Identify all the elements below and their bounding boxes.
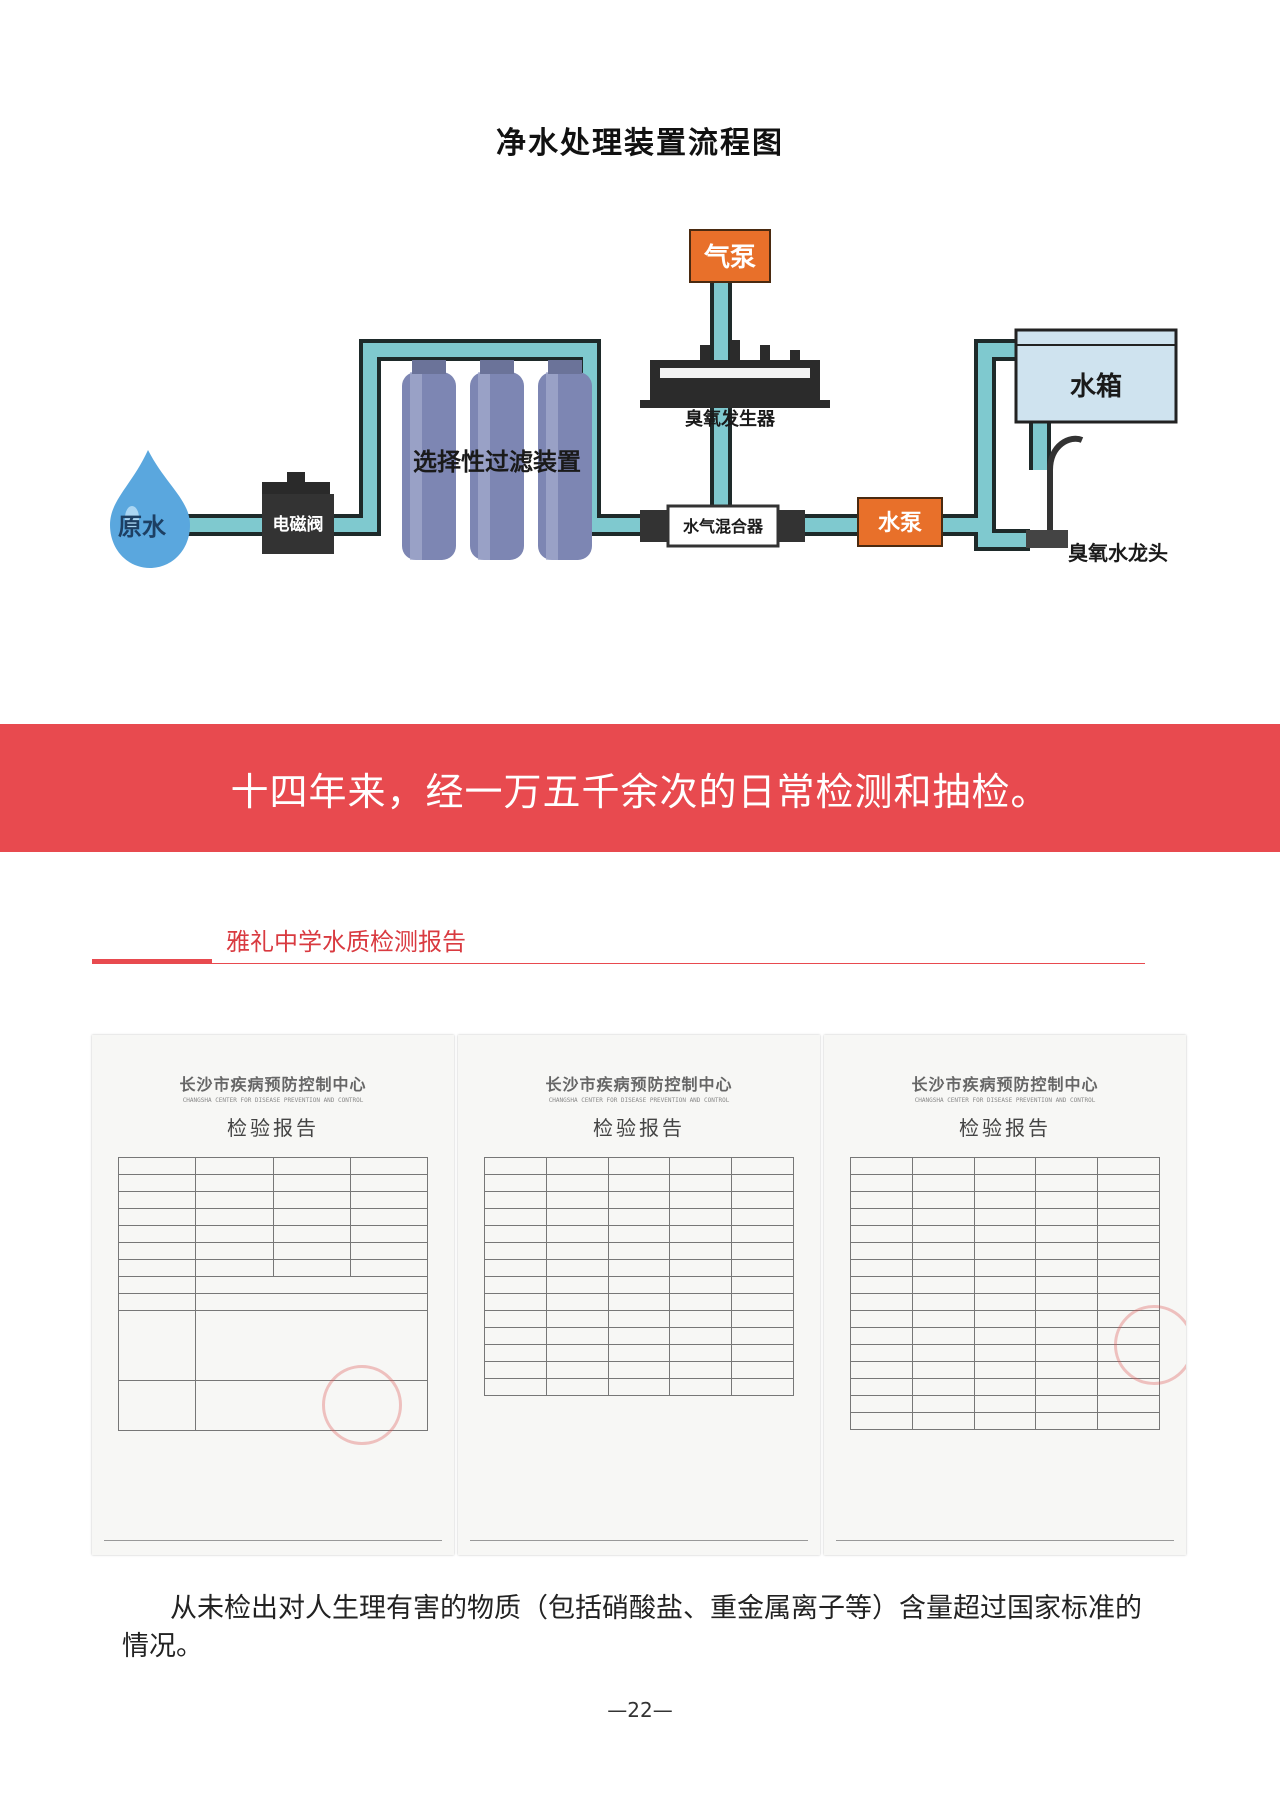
report-title: 检验报告: [593, 1116, 685, 1140]
banner-text: 十四年来，经一万五千余次的日常检测和抽检。: [230, 769, 1050, 814]
page-number: —22—: [607, 1698, 673, 1722]
water-gas-mixer: [640, 504, 805, 548]
section-rule-accent: [92, 959, 212, 964]
water-tank-icon: [1014, 328, 1178, 424]
report-org: 长沙市疾病预防控制中心: [911, 1075, 1099, 1094]
filter-tanks: [402, 360, 592, 560]
report-table: [117, 1157, 429, 1431]
filter-tank-2: [470, 360, 524, 560]
report-meta-line: [92, 1141, 454, 1151]
report-org-en: CHANGSHA CENTER FOR DISEASE PREVENTION A…: [182, 1097, 364, 1104]
section-rule: [92, 963, 1145, 964]
section-heading: 雅礼中学水质检测报告: [226, 928, 466, 956]
report-table: [850, 1157, 1160, 1430]
highlight-banner: 十四年来，经一万五千余次的日常检测和抽检。: [0, 724, 1280, 852]
report-org-en: CHANGSHA CENTER FOR DISEASE PREVENTION A…: [548, 1097, 730, 1104]
report-meta-line: [824, 1141, 1186, 1151]
report-meta-line: [458, 1141, 820, 1151]
report-org: 长沙市疾病预防控制中心: [545, 1075, 733, 1094]
report-table: [484, 1157, 794, 1396]
inspection-report-3: 长沙市疾病预防控制中心 CHANGSHA CENTER FOR DISEASE …: [824, 1035, 1186, 1555]
report-title: 检验报告: [227, 1116, 319, 1140]
inspection-report-2: 长沙市疾病预防控制中心 CHANGSHA CENTER FOR DISEASE …: [458, 1035, 820, 1555]
label-raw-water: 原水: [118, 513, 167, 541]
label-water-tank: 水箱: [1070, 371, 1122, 402]
water-treatment-flow-diagram: 原水 电磁阀 选择性过滤装置 气泵: [110, 229, 1178, 568]
solenoid-valve-icon: [262, 472, 334, 554]
report-footer-line: [470, 1540, 808, 1541]
label-solenoid-valve: 电磁阀: [273, 514, 324, 535]
filter-tank-1: [402, 360, 456, 560]
ozone-faucet-icon: [1026, 435, 1084, 548]
body-paragraph: 从未检出对人生理有害的物质（包括硝酸盐、重金属离子等）含量超过国家标准的情况。: [122, 1593, 1142, 1662]
label-filter: 选择性过滤装置: [413, 448, 581, 476]
label-air-pump: 气泵: [703, 242, 756, 273]
raw-water-drop-icon: [110, 450, 190, 568]
air-pump-box: [689, 229, 771, 283]
label-ozone-generator: 臭氧发生器: [685, 408, 776, 430]
report-footer-line: [836, 1540, 1174, 1541]
label-water-pump: 水泵: [878, 511, 922, 536]
report-footer-line: [104, 1540, 442, 1541]
report-org: 长沙市疾病预防控制中心: [179, 1075, 367, 1094]
inspection-report-1: 长沙市疾病预防控制中心 CHANGSHA CENTER FOR DISEASE …: [92, 1035, 454, 1555]
label-ozone-faucet: 臭氧水龙头: [1068, 541, 1168, 565]
filter-tank-3: [538, 360, 592, 560]
diagram-title: 净水处理装置流程图: [496, 126, 784, 161]
water-pump-box: [857, 497, 943, 547]
report-title: 检验报告: [959, 1116, 1051, 1140]
label-water-gas-mixer: 水气混合器: [683, 517, 764, 536]
report-stamp: [322, 1365, 402, 1445]
ozone-generator-icon: [640, 340, 830, 408]
report-stamp: [1114, 1305, 1186, 1385]
report-org-en: CHANGSHA CENTER FOR DISEASE PREVENTION A…: [914, 1097, 1096, 1104]
